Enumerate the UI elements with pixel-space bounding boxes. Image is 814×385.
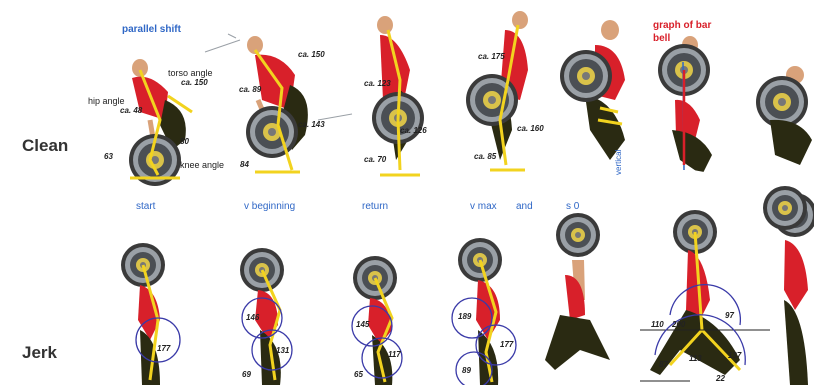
jerk-f2-ankle-angle: 69 (242, 370, 251, 379)
clean-f4-knee-angle: ca. 160 (517, 124, 544, 133)
clean-f2-ankle-angle: 84 (240, 160, 249, 169)
clean-figure-7 (756, 66, 812, 174)
phase-return: return (362, 201, 388, 212)
barbell-plate (466, 74, 518, 126)
clean-f1-ankle-angle: 63 (104, 152, 113, 161)
clean-f3-hip-angle: ca. 123 (364, 79, 391, 88)
barbell-plate (756, 76, 808, 128)
jerk-f4-ankle-angle: 89 (462, 366, 471, 375)
jerk-figure-5 (545, 213, 610, 370)
clean-figure-6 (658, 36, 712, 176)
torso-angle-label: torso angle (168, 68, 213, 78)
jerk-figure-1 (121, 243, 180, 385)
vertical-label: vertical (614, 150, 623, 175)
clean-figure-4 (466, 11, 528, 170)
jerk-f3-knee-angle: 117 (388, 350, 401, 359)
phase-v-beginning: v beginning (244, 201, 295, 212)
jerk-f4-hip-angle: 189 (458, 312, 471, 321)
clean-f2-hip-angle: ca. 89 (239, 85, 261, 94)
jerk-f6-angle-b: 200 (672, 320, 685, 329)
jerk-f6-angle-e: 113 (689, 354, 702, 363)
jerk-f3-ankle-angle: 65 (354, 370, 363, 379)
clean-f3-ankle-angle: ca. 70 (364, 155, 386, 164)
jerk-f3-hip-angle: 145 (356, 320, 369, 329)
clean-f4-hip-angle: ca. 175 (478, 52, 505, 61)
knee-angle-label: knee angle (180, 160, 224, 170)
clean-f1-hip-angle: ca. 48 (120, 106, 142, 115)
clean-figure-5 (560, 20, 628, 170)
barbell-plate (246, 106, 298, 158)
graph-of-bar-label: graph of bar (653, 20, 711, 31)
jerk-figure-6 (640, 210, 770, 381)
clean-f4-ankle-angle: ca. 85 (474, 152, 496, 161)
clean-f1-torso-angle: ca. 150 (181, 78, 208, 87)
clean-figure-3 (372, 16, 424, 175)
parallel-shift-label: parallel shift (122, 24, 181, 35)
clean-f2-knee-angle: ca. 143 (298, 120, 325, 129)
clean-f3-knee-angle: ca. 126 (400, 126, 427, 135)
barbell-plate (560, 50, 612, 102)
phase-v-max: v max (470, 201, 497, 212)
clean-f2-torso-angle: ca. 150 (298, 50, 325, 59)
jerk-f2-knee-angle: 131 (276, 346, 289, 355)
jerk-f4-knee-angle: 177 (500, 340, 513, 349)
jerk-f1-knee-angle: 177 (157, 344, 170, 353)
row-label-jerk: Jerk (22, 343, 57, 363)
jerk-f6-angle-c: 97 (725, 311, 734, 320)
jerk-f6-angle-f: 137 (728, 351, 741, 360)
jerk-f2-hip-angle: 146 (246, 313, 259, 322)
barbell-plate (763, 186, 807, 230)
jerk-f6-angle-a: 110 (651, 320, 664, 329)
phase-s0: s 0 (566, 201, 579, 212)
bell-label: bell (653, 33, 670, 44)
clean-f1-knee-angle: 80 (180, 137, 189, 146)
jerk-f6-angle-g: 22 (716, 374, 725, 383)
row-label-clean: Clean (22, 136, 68, 156)
phase-and: and (516, 201, 533, 212)
hip-angle-label: hip angle (88, 96, 125, 106)
jerk-f6-angle-d: 87 (659, 360, 668, 369)
phase-start: start (136, 201, 155, 212)
barbell-plate (556, 213, 600, 257)
